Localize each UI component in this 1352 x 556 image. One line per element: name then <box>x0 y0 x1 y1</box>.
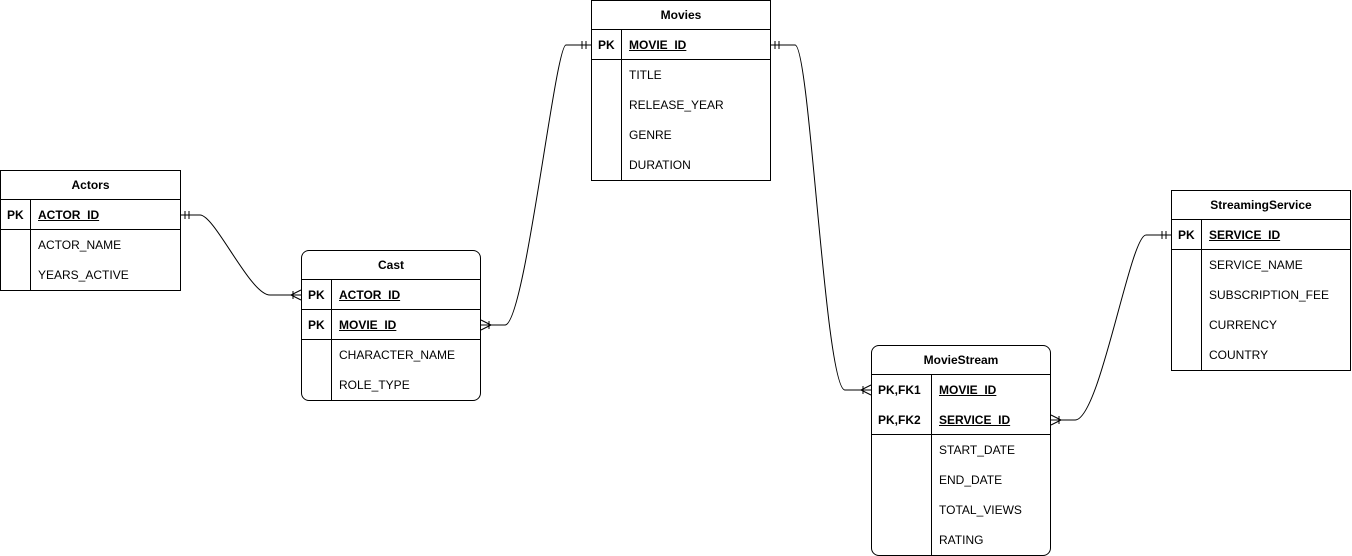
attribute-row[interactable]: ACTOR_NAME <box>1 230 180 260</box>
key-marker: PK,FK1 <box>872 375 932 405</box>
attribute-row[interactable]: RELEASE_YEAR <box>592 90 770 120</box>
primary-key-section: PK SERVICE_ID <box>1172 220 1350 250</box>
key-row[interactable]: PK ACTOR_ID <box>302 280 480 310</box>
primary-key-section: PK ACTOR_ID <box>1 200 180 230</box>
relationship-streamingservice-moviestream[interactable] <box>1051 234 1171 421</box>
primary-key-section: PK ACTOR_ID PK MOVIE_ID <box>302 280 480 340</box>
primary-key-section: PK,FK1 MOVIE_ID PK,FK2 SERVICE_ID <box>872 375 1050 435</box>
key-field-name: ACTOR_ID <box>38 208 100 222</box>
attribute-section: SERVICE_NAME SUBSCRIPTION_FEE CURRENCY C… <box>1172 250 1350 370</box>
key-field-name: MOVIE_ID <box>629 38 687 52</box>
key-row[interactable]: PK MOVIE_ID <box>592 30 770 60</box>
key-field-name: MOVIE_ID <box>939 383 997 397</box>
attribute-name: TOTAL_VIEWS <box>939 503 1022 517</box>
attribute-row[interactable]: SERVICE_NAME <box>1172 250 1350 280</box>
attribute-name: CURRENCY <box>1209 318 1278 332</box>
attribute-name: ACTOR_NAME <box>38 238 122 252</box>
attribute-name: SUBSCRIPTION_FEE <box>1209 288 1330 302</box>
attribute-section: START_DATE END_DATE TOTAL_VIEWS RATING <box>872 435 1050 555</box>
entity-title: StreamingService <box>1172 191 1350 220</box>
attribute-name: YEARS_ACTIVE <box>38 268 129 282</box>
attribute-section: TITLE RELEASE_YEAR GENRE DURATION <box>592 60 770 180</box>
entity-actors[interactable]: Actors PK ACTOR_ID ACTOR_NAME YEARS_ACTI… <box>0 170 181 291</box>
key-field-name: SERVICE_ID <box>939 413 1011 427</box>
relationship-movies-moviestream[interactable] <box>771 44 871 391</box>
attribute-name: COUNTRY <box>1209 348 1269 362</box>
key-marker: PK <box>592 30 622 59</box>
attribute-name: TITLE <box>629 68 662 82</box>
relationship-actors-cast[interactable] <box>181 214 301 296</box>
primary-key-section: PK MOVIE_ID <box>592 30 770 60</box>
entity-cast[interactable]: Cast PK ACTOR_ID PK MOVIE_ID CHARACTER_N… <box>301 250 481 401</box>
attribute-name: GENRE <box>629 128 672 142</box>
key-field-name: SERVICE_ID <box>1209 228 1281 242</box>
attribute-row[interactable]: SUBSCRIPTION_FEE <box>1172 280 1350 310</box>
key-field-name: ACTOR_ID <box>339 288 401 302</box>
key-row[interactable]: PK MOVIE_ID <box>302 310 480 340</box>
attribute-row[interactable]: CURRENCY <box>1172 310 1350 340</box>
entity-title: Cast <box>302 251 480 280</box>
key-marker: PK <box>302 280 332 309</box>
attribute-row[interactable]: RATING <box>872 525 1050 555</box>
attribute-name: RATING <box>939 533 984 547</box>
key-marker: PK <box>1172 220 1202 249</box>
attribute-name: DURATION <box>629 158 691 172</box>
attribute-row[interactable]: END_DATE <box>872 465 1050 495</box>
attribute-name: END_DATE <box>939 473 1003 487</box>
key-row[interactable]: PK,FK2 SERVICE_ID <box>872 405 1050 435</box>
attribute-name: START_DATE <box>939 443 1016 457</box>
entity-movies[interactable]: Movies PK MOVIE_ID TITLE RELEASE_YEAR GE… <box>591 0 771 181</box>
key-marker: PK <box>302 310 332 339</box>
attribute-row[interactable]: ROLE_TYPE <box>302 370 480 400</box>
key-marker: PK <box>1 200 31 229</box>
attribute-section: ACTOR_NAME YEARS_ACTIVE <box>1 230 180 290</box>
entity-streamingservice[interactable]: StreamingService PK SERVICE_ID SERVICE_N… <box>1171 190 1351 371</box>
attribute-name: RELEASE_YEAR <box>629 98 724 112</box>
key-row[interactable]: PK,FK1 MOVIE_ID <box>872 375 1050 405</box>
key-row[interactable]: PK SERVICE_ID <box>1172 220 1350 250</box>
attribute-section: CHARACTER_NAME ROLE_TYPE <box>302 340 480 400</box>
attribute-name: CHARACTER_NAME <box>339 348 456 362</box>
attribute-row[interactable]: TITLE <box>592 60 770 90</box>
entity-title: MovieStream <box>872 346 1050 375</box>
relationship-movies-cast[interactable] <box>481 44 591 326</box>
key-marker: PK,FK2 <box>872 405 932 434</box>
attribute-name: ROLE_TYPE <box>339 378 410 392</box>
attribute-row[interactable]: YEARS_ACTIVE <box>1 260 180 290</box>
attribute-row[interactable]: START_DATE <box>872 435 1050 465</box>
entity-title: Actors <box>1 171 180 200</box>
attribute-row[interactable]: TOTAL_VIEWS <box>872 495 1050 525</box>
attribute-row[interactable]: GENRE <box>592 120 770 150</box>
attribute-name: SERVICE_NAME <box>1209 258 1303 272</box>
attribute-row[interactable]: DURATION <box>592 150 770 180</box>
attribute-row[interactable]: COUNTRY <box>1172 340 1350 370</box>
entity-title: Movies <box>592 1 770 30</box>
attribute-row[interactable]: CHARACTER_NAME <box>302 340 480 370</box>
key-field-name: MOVIE_ID <box>339 318 397 332</box>
key-row[interactable]: PK ACTOR_ID <box>1 200 180 230</box>
entity-moviestream[interactable]: MovieStream PK,FK1 MOVIE_ID PK,FK2 SERVI… <box>871 345 1051 556</box>
